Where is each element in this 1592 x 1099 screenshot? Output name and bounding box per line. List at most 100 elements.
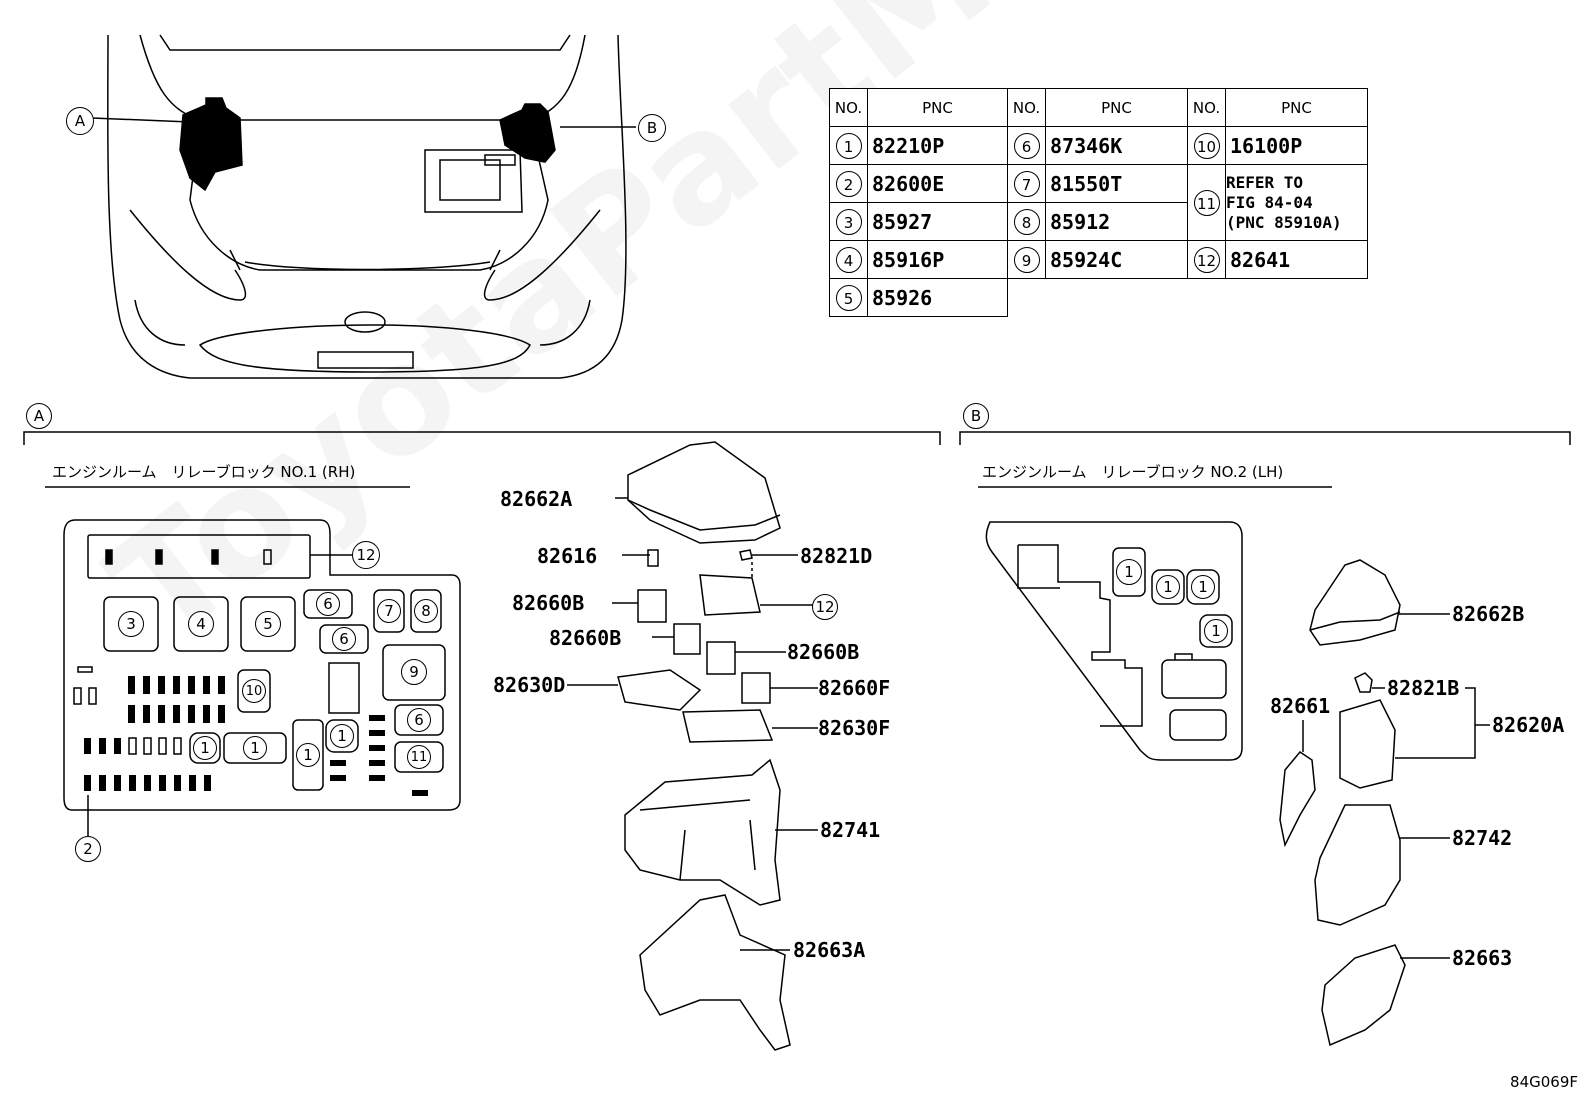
ref-number: 6 (1013, 132, 1040, 159)
layout-a-ref: 1 (243, 736, 267, 760)
layout-a-ref: 6 (316, 592, 340, 616)
table-header-no: NO. (1187, 88, 1226, 127)
table-cell-pnc: 85916P (867, 240, 1008, 279)
exploded-parts-b (1279, 559, 1490, 1047)
part-label: 82663A (793, 938, 866, 962)
part-label: 82821B (1387, 676, 1460, 700)
part-label: 82660B (787, 640, 860, 664)
layout-a-ref: 9 (401, 659, 427, 685)
ref-number: 4 (835, 246, 862, 273)
layout-a-ref: 1 (330, 724, 354, 748)
ref-number: 5 (835, 284, 862, 311)
part-label: 82630F (818, 716, 891, 740)
table-cell-pnc: 16100P (1225, 126, 1368, 165)
table-cell-no: 7 (1007, 164, 1046, 203)
table-cell-no: 3 (829, 202, 868, 241)
part-label: 82661 (1270, 694, 1331, 718)
ref-number: 3 (835, 208, 862, 235)
layout-a-ref: 5 (255, 611, 281, 637)
table-cell-no: 2 (829, 164, 868, 203)
layout-a-ref: 1 (193, 736, 217, 760)
section-a-title: エンジンルーム リレーブロック NO.1 (RH) (52, 463, 356, 481)
ref-number: 7 (1013, 170, 1040, 197)
table-cell-pnc: 81550T (1045, 164, 1188, 203)
relay-block-a-layout (63, 519, 461, 836)
refer-line: (PNC 85910A) (1226, 212, 1342, 232)
layout-a-ref: 8 (414, 599, 438, 623)
layout-b-ref: 1 (1191, 575, 1215, 599)
part-label: 82741 (820, 818, 881, 842)
table-header-pnc: PNC (1225, 88, 1368, 127)
ref-number: 2 (835, 170, 862, 197)
table-cell-pnc: 82641 (1225, 240, 1368, 279)
table-cell-pnc: 85927 (867, 202, 1008, 241)
section-b-bracket (959, 431, 1571, 445)
ref-number: 12 (1193, 246, 1220, 273)
table-cell-pnc: 85926 (867, 278, 1008, 317)
layout-a-ref: 6 (407, 708, 431, 732)
part-label: 82662B (1452, 602, 1525, 626)
table-cell-no: 11 (1187, 164, 1226, 241)
layout-a-ref: 4 (188, 611, 214, 637)
section-b-title: エンジンルーム リレーブロック NO.2 (LH) (982, 463, 1284, 481)
layout-a-ref: 3 (118, 611, 144, 637)
part-label: 82660B (549, 626, 622, 650)
table-header-pnc: PNC (867, 88, 1008, 127)
pnc-table: NO. PNC NO. PNC NO. PNC 1 82210P 6 87346… (829, 88, 1368, 317)
layout-b-ref: 1 (1204, 619, 1228, 643)
part-label: 82660B (512, 591, 585, 615)
layout-b-ref: 1 (1156, 575, 1180, 599)
layout-a-ref: 11 (407, 745, 431, 769)
table-cell-no: 1 (829, 126, 868, 165)
table-header-no: NO. (1007, 88, 1046, 127)
part-label: 82620A (1492, 713, 1565, 737)
part-label: 82630D (493, 673, 566, 697)
ref-number: 9 (1013, 246, 1040, 273)
part-ref-circle: 12 (812, 594, 838, 620)
layout-a-ref: 7 (377, 599, 401, 623)
table-cell-no: 10 (1187, 126, 1226, 165)
table-header-no: NO. (829, 88, 868, 127)
callout-a-vehicle: A (66, 107, 94, 135)
section-a-callout: A (26, 403, 52, 429)
table-cell-pnc: 85912 (1045, 202, 1188, 241)
part-label: 82821D (800, 544, 873, 568)
part-label: 82742 (1452, 826, 1513, 850)
layout-a-ref: 12 (352, 541, 380, 569)
part-label: 82660F (818, 676, 891, 700)
layout-a-ref: 1 (296, 743, 320, 767)
section-a-bracket (23, 431, 941, 445)
part-label: 82662A (500, 487, 573, 511)
layout-b-ref: 1 (1116, 559, 1142, 585)
callout-b-vehicle: B (638, 114, 666, 142)
table-cell-no: 5 (829, 278, 868, 317)
layout-a-ref: 2 (75, 836, 101, 862)
table-cell-no: 12 (1187, 240, 1226, 279)
table-cell-refer: REFER TO FIG 84-04 (PNC 85910A) (1225, 164, 1368, 241)
refer-line: REFER TO (1226, 172, 1304, 192)
table-cell-no: 9 (1007, 240, 1046, 279)
part-label: 82616 (537, 544, 598, 568)
table-cell-no: 6 (1007, 126, 1046, 165)
layout-a-ref: 10 (242, 679, 266, 703)
ref-number: 11 (1193, 189, 1220, 216)
part-label: 82663 (1452, 946, 1513, 970)
table-cell-pnc: 85924C (1045, 240, 1188, 279)
table-cell-no: 4 (829, 240, 868, 279)
exploded-parts-a (567, 441, 818, 1051)
refer-line: FIG 84-04 (1226, 192, 1313, 212)
table-cell-pnc: 87346K (1045, 126, 1188, 165)
ref-number: 1 (835, 132, 862, 159)
table-cell-pnc: 82600E (867, 164, 1008, 203)
table-header-pnc: PNC (1045, 88, 1188, 127)
section-b-callout: B (963, 403, 989, 429)
vehicle-outline (91, 34, 636, 379)
figure-code: 84G069F (1510, 1073, 1578, 1091)
ref-number: 8 (1013, 208, 1040, 235)
table-cell-no: 8 (1007, 202, 1046, 241)
ref-number: 10 (1193, 132, 1220, 159)
table-cell-pnc: 82210P (867, 126, 1008, 165)
relay-block-b-layout (985, 521, 1243, 761)
layout-a-ref: 6 (332, 627, 356, 651)
